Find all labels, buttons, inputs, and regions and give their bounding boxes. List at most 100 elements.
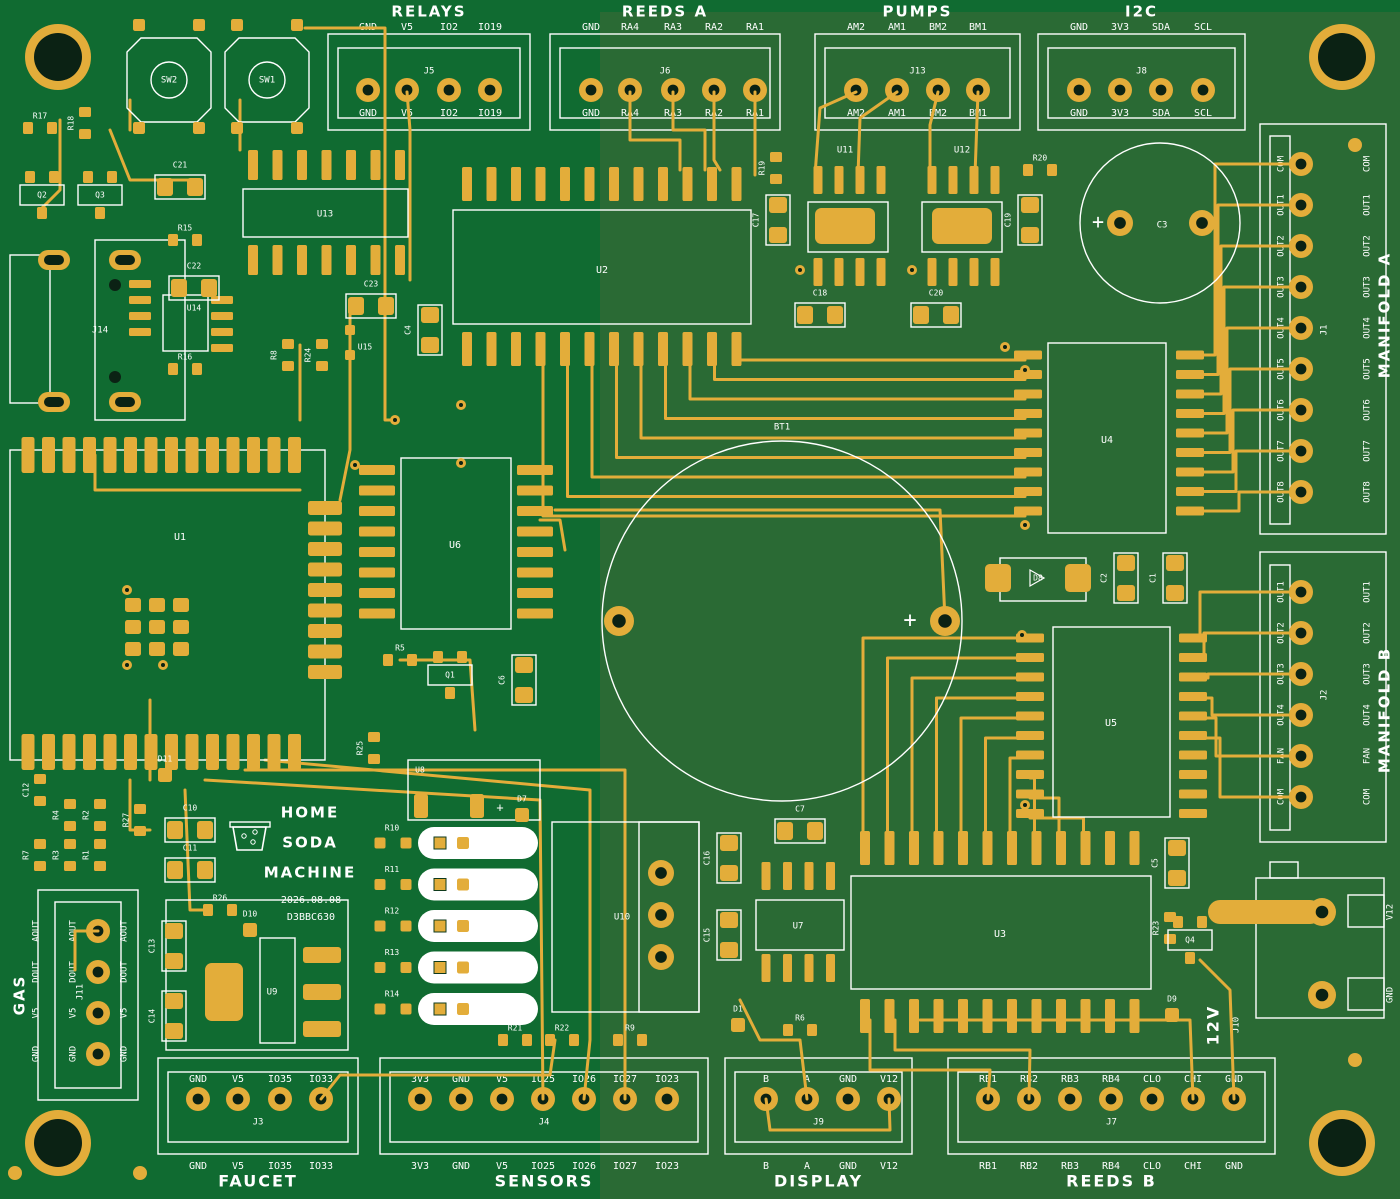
u3-pin-top [1007, 831, 1017, 865]
u5-pin-right [1179, 672, 1207, 682]
trace-reeds-b [1198, 958, 1236, 1101]
u14-pin-right [211, 328, 233, 336]
u11-pin-bottom [855, 258, 865, 286]
led-label-box [418, 827, 538, 859]
pin-label-top: RA2 [705, 22, 723, 33]
u5-pin-right [1179, 653, 1207, 662]
power-jack-lug-top [1347, 894, 1385, 928]
res-pad [94, 821, 106, 831]
u2-pin-bottom [658, 332, 668, 366]
via-drill [910, 268, 914, 272]
u3-pin-bottom [860, 999, 870, 1033]
res-pad [64, 861, 76, 871]
copper-pour-region [600, 12, 1400, 1087]
mounting-hole [1318, 33, 1366, 81]
manifold-b-pin-drill [1295, 668, 1307, 680]
u2-pin-bottom [682, 332, 693, 366]
diode-pad [158, 768, 172, 782]
u12-pin-top [990, 166, 1000, 194]
via-drill [1020, 633, 1024, 637]
header-ref-relays: J5 [424, 67, 435, 77]
ref-label-q4: Q4 [1185, 936, 1195, 945]
header-outline-reeds-b [947, 1057, 1276, 1155]
cap-outline [794, 302, 846, 328]
u1-pin-top [124, 437, 137, 473]
cap-pad [1117, 585, 1135, 601]
u10-heatsink [638, 821, 700, 1013]
header-outline-display [724, 1057, 913, 1155]
res-pad [203, 904, 213, 916]
u13-pin-bottom [248, 245, 258, 275]
manifold-a-title: MANIFOLD A [1376, 252, 1394, 379]
u3-pin-bottom [884, 999, 895, 1033]
trace-u1 [183, 788, 207, 912]
trace-u3-u5 [886, 656, 1032, 842]
led-resistor-pad [400, 879, 412, 890]
led-pad [457, 878, 469, 891]
sw2-button [150, 61, 188, 99]
u2-pin-top [609, 167, 619, 201]
header-pin-display-drill [842, 1093, 854, 1105]
u1-pin-bottom [267, 734, 281, 770]
pin-label-bottom: CHI [1184, 1161, 1202, 1172]
res-pad [770, 152, 782, 162]
u13-pin-bottom [297, 245, 307, 275]
transistor-pad [37, 207, 47, 219]
board-title-line: MACHINE [264, 864, 356, 882]
via-drill [393, 418, 397, 422]
cap-pad [777, 822, 793, 840]
led-pad-outline [433, 1002, 447, 1016]
pin-label-inner: GND [1070, 108, 1088, 119]
res-pad [34, 839, 46, 849]
u3-pin-bottom [1080, 999, 1091, 1033]
cap-outline [1113, 552, 1139, 604]
pin-label-top: V5 [401, 22, 413, 33]
cap-pad [167, 861, 183, 879]
gas-ref: J11 [76, 984, 86, 1000]
cap-pad [1021, 227, 1039, 243]
ref-label-d11: D11 [158, 755, 173, 764]
pin-label-inner: V5 [401, 108, 413, 119]
ref-label-c19: C19 [1004, 213, 1013, 228]
u12-pin-bottom [969, 258, 979, 286]
ref-label-c10: C10 [183, 804, 198, 813]
pin-label-inner: SDA [1152, 108, 1170, 119]
trace-u3-u5 [935, 696, 1032, 842]
header-ref-faucet: J3 [253, 1118, 264, 1128]
bt1-pin-neg-drill [612, 614, 626, 628]
j14-shell-slot [44, 397, 64, 407]
trace-reeds-a [712, 90, 722, 172]
transistor-pad [445, 687, 455, 699]
pin-label-inner: GND [839, 1074, 857, 1085]
manifold-b-pin-drill [1295, 791, 1307, 803]
ref-label-u14: U14 [187, 304, 202, 313]
led-pad-outline [433, 878, 447, 891]
pin-label-inner: IO19 [478, 108, 502, 119]
soda-bubble-icon [252, 829, 258, 835]
u11-pin-top [834, 166, 844, 194]
diode-pad [731, 1018, 745, 1032]
cap-outline [716, 832, 742, 884]
header-pin-reeds-a-drill [585, 84, 597, 96]
u1-ground-pad [173, 642, 189, 656]
u14-pin-left [129, 328, 151, 336]
u11-pin-top [876, 166, 886, 194]
trace-gas [73, 929, 100, 972]
u12-pin-top [969, 166, 979, 194]
u14-pin-left [129, 296, 151, 304]
board-hash: D3BBC630 [287, 912, 335, 923]
u2-pin-top [707, 167, 717, 201]
u11-pin-bottom [813, 258, 823, 286]
led-label-err: ERR [491, 834, 519, 852]
gas-pin-label-outer: AOUT [32, 920, 42, 942]
u3-outline [850, 875, 1152, 990]
cap-outline [774, 818, 826, 844]
cap-pad [348, 297, 364, 315]
u3-pin-bottom [1056, 999, 1066, 1033]
trace-pumps [928, 90, 940, 177]
u7-pin-bottom [804, 954, 814, 982]
res-pad [383, 654, 393, 666]
u1-ground-pad [173, 620, 189, 634]
fiducial [1348, 138, 1362, 152]
u6-pin-right [517, 485, 553, 496]
